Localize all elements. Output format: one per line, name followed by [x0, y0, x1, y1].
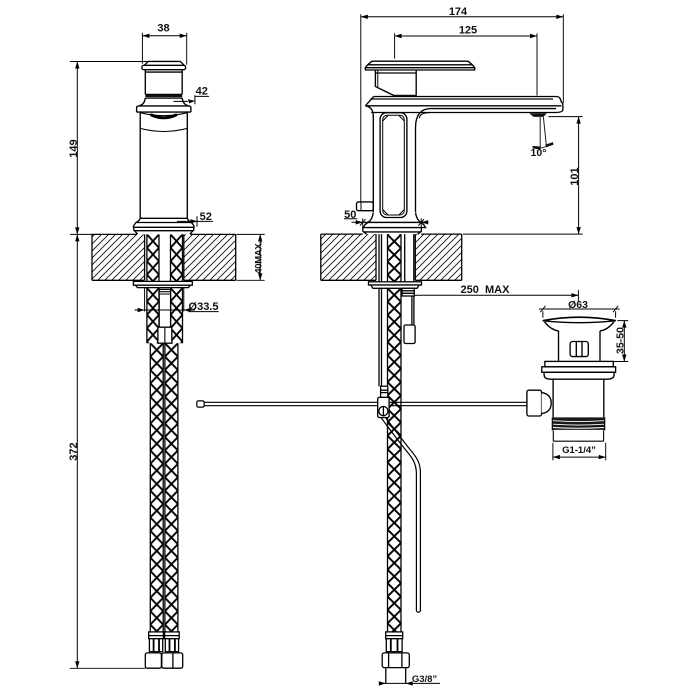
svg-text:174: 174	[449, 6, 468, 18]
svg-text:42: 42	[196, 85, 208, 97]
svg-text:G3/8”: G3/8”	[412, 674, 438, 685]
svg-text:52: 52	[200, 211, 212, 223]
svg-text:125: 125	[459, 25, 477, 37]
svg-text:50: 50	[344, 209, 356, 221]
svg-text:Ø33.5: Ø33.5	[189, 301, 219, 313]
svg-text:Ø63: Ø63	[568, 299, 588, 311]
svg-text:40MAX.: 40MAX.	[254, 241, 265, 274]
svg-text:G1-1/4”: G1-1/4”	[562, 445, 596, 456]
svg-text:38: 38	[157, 23, 169, 35]
svg-text:35-50: 35-50	[615, 327, 627, 354]
svg-text:101: 101	[569, 167, 581, 185]
svg-text:250 MAX: 250 MAX	[461, 284, 511, 296]
svg-text:10°: 10°	[531, 147, 547, 159]
svg-text:149: 149	[68, 139, 80, 157]
svg-text:372: 372	[68, 442, 80, 460]
